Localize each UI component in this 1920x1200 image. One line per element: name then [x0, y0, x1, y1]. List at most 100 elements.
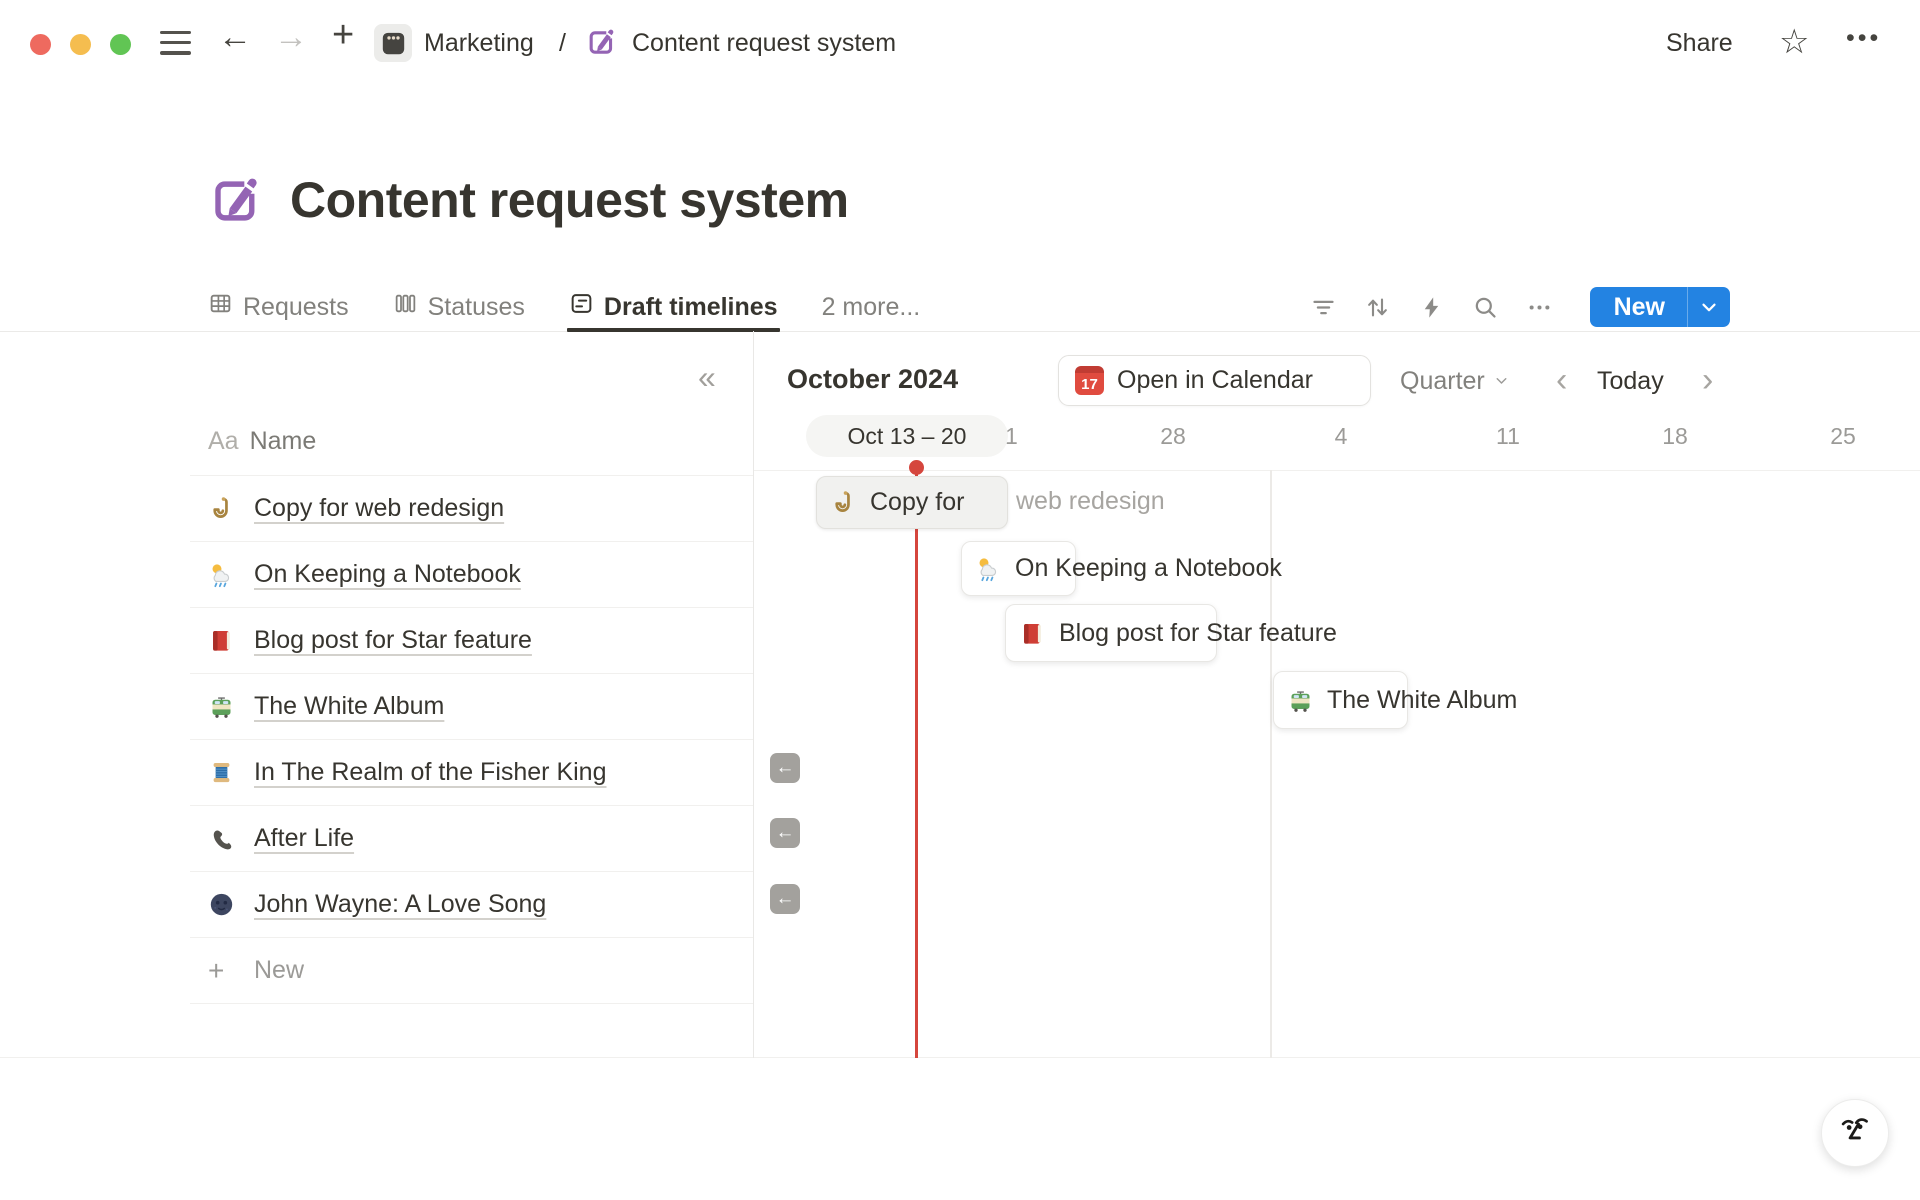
zoom-select-value: Quarter [1400, 367, 1485, 396]
open-in-calendar-label: Open in Calendar [1117, 366, 1313, 395]
new-row-button[interactable]: + New [190, 938, 754, 1004]
window-titlebar: ← → + Marketing / Content request system… [0, 0, 1920, 73]
favorite-star-icon[interactable]: ☆ [1779, 22, 1809, 62]
share-button[interactable]: Share [1666, 29, 1733, 58]
bar-label: On Keeping a Notebook [1015, 554, 1282, 583]
row-title-link[interactable]: In The Realm of the Fisher King [254, 758, 607, 787]
name-column-label: Name [250, 427, 317, 456]
scroll-to-bar-left-arrow-button[interactable]: ← [770, 818, 800, 848]
tab-label: Statuses [428, 293, 525, 322]
timeline-month-label: October 2024 [787, 364, 958, 395]
tab-statuses[interactable]: Statuses [393, 283, 525, 331]
timeline-bar[interactable]: Blog post for Star feature [1005, 604, 1217, 662]
breadcrumb-separator: / [559, 29, 566, 58]
emoji-sun-rain-cloud [975, 555, 1002, 582]
automation-icon[interactable] [1418, 294, 1445, 321]
tab-label: Draft timelines [604, 293, 778, 322]
view-tabbar: Requests Statuses Draft timelines 2 more.… [0, 283, 1920, 332]
filter-icon[interactable] [1310, 294, 1337, 321]
breadcrumb-page[interactable]: Content request system [632, 29, 896, 58]
traffic-light-close[interactable] [30, 34, 51, 55]
plus-icon: + [208, 955, 242, 987]
workspace-icon[interactable] [374, 24, 412, 62]
collapse-panel-icon[interactable]: « [698, 359, 716, 396]
scroll-to-bar-left-arrow-button[interactable]: ← [770, 884, 800, 914]
traffic-light-minimize[interactable] [70, 34, 91, 55]
search-icon[interactable] [1472, 294, 1499, 321]
timeline-prev-icon[interactable]: ‹ [1556, 361, 1567, 400]
timeline-icon [569, 291, 594, 323]
today-indicator-dot [909, 460, 924, 475]
timeline-zoom-select[interactable]: Quarter [1400, 367, 1510, 396]
page-icon-pencil[interactable] [209, 174, 263, 233]
week-tick: 11 [1496, 423, 1520, 450]
emoji-red-book [1019, 620, 1046, 647]
sidebar-menu-icon[interactable] [160, 31, 191, 58]
tab-requests[interactable]: Requests [208, 283, 349, 331]
timeline-view: « Aa Name Copy for web redesign On Keepi… [0, 331, 1920, 1058]
table-row[interactable]: After Life [190, 806, 754, 872]
week-tick: 28 [1160, 423, 1186, 450]
name-column-header[interactable]: Aa Name [208, 427, 316, 456]
table-row[interactable]: The White Album [190, 674, 754, 740]
emoji-sun-rain-cloud [208, 561, 242, 588]
timeline-next-icon[interactable]: › [1702, 361, 1713, 400]
timeline-bar[interactable]: On Keeping a Notebook [961, 541, 1076, 596]
table-rows: Copy for web redesign On Keeping a Noteb… [190, 475, 754, 1004]
traffic-light-zoom[interactable] [110, 34, 131, 55]
table-row[interactable]: Blog post for Star feature [190, 608, 754, 674]
text-type-icon: Aa [208, 427, 239, 456]
emoji-hook [208, 495, 242, 522]
selected-week-range-pill[interactable]: Oct 13 – 20 [806, 415, 1008, 457]
grid-top-border [754, 470, 1920, 471]
table-row[interactable]: John Wayne: A Love Song [190, 872, 754, 938]
new-button-chevron-down-icon[interactable] [1687, 287, 1730, 327]
notion-face-icon [1836, 1112, 1874, 1155]
forward-arrow-icon[interactable]: → [274, 18, 308, 56]
board-icon [393, 291, 418, 323]
bar-overflow-label: web redesign [1016, 487, 1165, 516]
emoji-tram [1287, 687, 1314, 714]
today-indicator-line [915, 473, 918, 1058]
emoji-hook [830, 489, 857, 516]
timeline-canvas: October 2024 17 Open in Calendar Quarter… [754, 331, 1920, 1058]
table-row[interactable]: In The Realm of the Fisher King [190, 740, 754, 806]
timeline-bar[interactable]: The White Album [1273, 671, 1408, 729]
view-tabs: Requests Statuses Draft timelines 2 more.… [208, 283, 920, 331]
row-title-link[interactable]: The White Album [254, 692, 444, 721]
week-tick: 4 [1335, 423, 1348, 450]
table-row[interactable]: Copy for web redesign [190, 476, 754, 542]
row-title-link[interactable]: Blog post for Star feature [254, 626, 532, 655]
back-arrow-icon[interactable]: ← [218, 18, 252, 56]
table-row[interactable]: On Keeping a Notebook [190, 542, 754, 608]
new-button[interactable]: New [1590, 287, 1730, 327]
row-title-link[interactable]: Copy for web redesign [254, 494, 504, 523]
breadcrumb-workspace[interactable]: Marketing [424, 29, 534, 58]
open-in-calendar-button[interactable]: 17 Open in Calendar [1058, 355, 1371, 406]
emoji-thread-spool [208, 759, 242, 786]
more-icon[interactable] [1526, 294, 1553, 321]
page-title[interactable]: Content request system [290, 171, 849, 229]
week-tick: 18 [1662, 423, 1688, 450]
timeline-bar[interactable]: Copy for [816, 476, 1008, 529]
new-tab-icon[interactable]: + [332, 16, 354, 54]
new-button-label[interactable]: New [1590, 287, 1687, 327]
page-pencil-icon [586, 27, 617, 63]
new-row-label: New [254, 956, 304, 985]
row-title-link[interactable]: After Life [254, 824, 354, 853]
tab-draft-timelines[interactable]: Draft timelines [569, 283, 778, 331]
row-title-link[interactable]: John Wayne: A Love Song [254, 890, 546, 919]
row-title-link[interactable]: On Keeping a Notebook [254, 560, 521, 589]
chevron-down-icon [1493, 367, 1510, 396]
tab-label: 2 more... [822, 293, 921, 322]
more-options-icon[interactable]: ••• [1846, 24, 1881, 53]
tab-2-more-[interactable]: 2 more... [822, 283, 921, 331]
scroll-to-bar-left-arrow-button[interactable]: ← [770, 753, 800, 783]
timeline-today-button[interactable]: Today [1597, 367, 1664, 396]
notion-ai-button[interactable] [1821, 1099, 1889, 1167]
sort-icon[interactable] [1364, 294, 1391, 321]
emoji-red-book [208, 627, 242, 654]
view-toolbar: New [1310, 283, 1730, 331]
emoji-tram [208, 693, 242, 720]
bar-label: The White Album [1327, 686, 1517, 715]
